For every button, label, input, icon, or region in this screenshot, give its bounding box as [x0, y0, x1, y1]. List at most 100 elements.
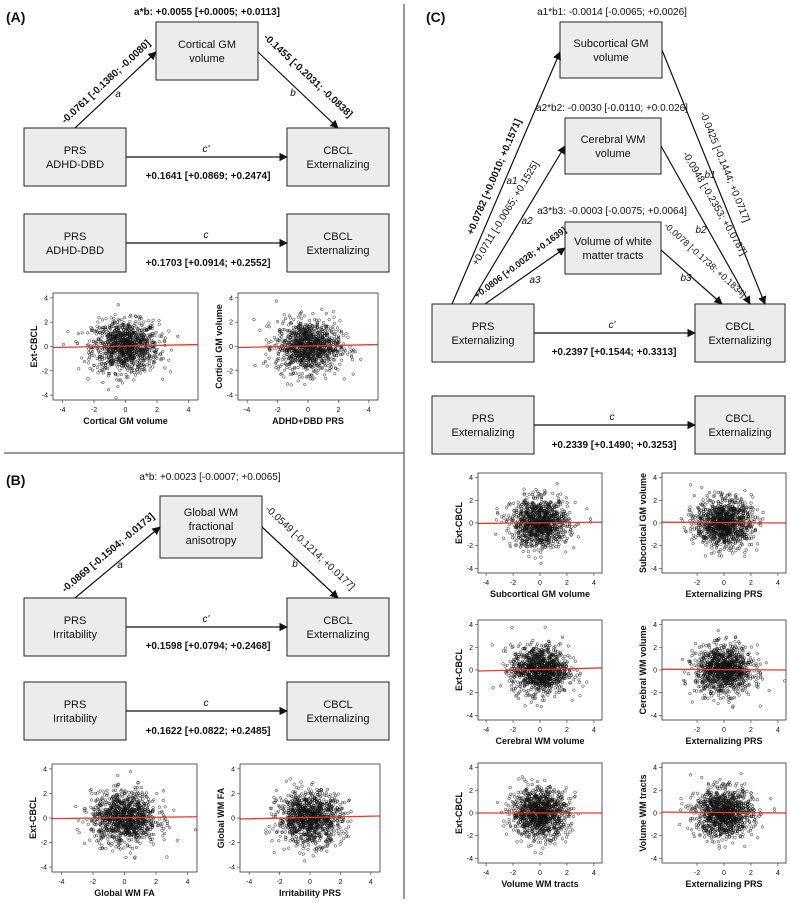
scatter-point [113, 339, 117, 343]
scatter-point [288, 361, 292, 365]
scatter-point [299, 350, 303, 354]
scatter-point [564, 496, 568, 500]
panel-c-outcome-line1: CBCL [725, 321, 754, 333]
scatter-point [280, 822, 284, 826]
scatter-point [127, 824, 131, 829]
scatter-point [309, 796, 313, 800]
scatter-point [349, 810, 353, 814]
scatter-point [86, 361, 91, 365]
scatter-point [284, 358, 288, 362]
scatter-point [119, 353, 123, 357]
scatter-point [90, 328, 94, 333]
scatter-point [105, 788, 109, 792]
y-tick-label: -2 [227, 368, 233, 375]
scatter-point [298, 360, 302, 365]
scatter-point [92, 329, 96, 333]
scatter-point [89, 787, 93, 792]
scatter-point [264, 338, 268, 342]
scatter-point [282, 313, 286, 317]
scatter-point [95, 839, 99, 843]
scatter-point [317, 811, 321, 815]
scatter-point [99, 336, 103, 340]
scatter-point [122, 811, 126, 816]
scatter-point [112, 350, 116, 354]
scatter-point [115, 807, 119, 811]
scatter-point [282, 375, 286, 379]
scatter-point [125, 844, 129, 848]
scatter-point [152, 798, 156, 802]
scatter-point [312, 357, 316, 361]
scatter-point [316, 826, 320, 830]
scatter-point [278, 330, 282, 334]
scatter-point [323, 328, 327, 332]
scatter-point [106, 792, 110, 796]
scatter-point [116, 806, 120, 810]
scatter-point [319, 830, 323, 834]
scatter-point [326, 821, 330, 825]
scatter-point [97, 841, 101, 845]
scatter-point [161, 356, 165, 361]
y-tick-label: 2 [43, 791, 47, 798]
scatter-point [336, 341, 340, 345]
scatter-point [93, 822, 97, 826]
scatter-point [332, 824, 336, 828]
scatter-point [120, 823, 124, 827]
scatter-point [112, 835, 116, 839]
scatter-point [144, 346, 148, 350]
scatter-point [95, 834, 99, 838]
scatter-point [128, 338, 133, 342]
scatter-point [159, 334, 164, 339]
scatter-point [122, 789, 126, 793]
scatter-point [338, 362, 342, 366]
scatter-point [95, 812, 99, 816]
scatter-point [284, 362, 288, 366]
scatter-point [331, 327, 335, 332]
scatter-point [151, 805, 155, 810]
scatter-point [332, 791, 336, 796]
x-tick-label: -4 [59, 407, 65, 414]
scatter-point [298, 332, 302, 336]
scatter-point [119, 372, 124, 377]
scatter-point [151, 318, 155, 322]
scatter-point [106, 374, 110, 378]
scatter-point [339, 839, 343, 843]
x-axis-label: Irritability PRS [279, 888, 341, 898]
y-tick-label: -2 [41, 840, 47, 847]
scatter-point [318, 835, 322, 839]
scatter-point [265, 364, 269, 368]
scatter-point [103, 363, 107, 367]
scatter-point [342, 831, 346, 835]
scatter-point [287, 330, 291, 334]
scatter-point [91, 368, 95, 372]
scatter-point [342, 818, 346, 822]
scatter-point [91, 818, 95, 823]
panel-c-path-b3-arrow [660, 249, 723, 305]
scatter-point [346, 811, 350, 815]
scatter-point [253, 364, 257, 368]
scatter-point [274, 788, 278, 792]
scatter-point [116, 317, 120, 321]
scatter-point [93, 810, 97, 814]
scatter-point [588, 517, 592, 521]
scatter-point [332, 332, 336, 336]
scatter-point [129, 370, 133, 374]
scatter-point [282, 368, 287, 372]
scatter-point [109, 316, 113, 320]
scatter-point [313, 331, 317, 335]
scatter-point [114, 810, 118, 814]
scatter-point [147, 813, 151, 817]
trend-line [51, 816, 198, 820]
scatter-point [126, 350, 130, 354]
scatter-point [261, 361, 265, 366]
y-tick-label: 2 [44, 320, 48, 327]
panel-c-total-outcome-box [694, 395, 786, 455]
scatter-point [92, 354, 96, 358]
scatter-point [300, 325, 305, 329]
scatter-point [286, 382, 290, 386]
scatter-point [310, 798, 314, 802]
panel-b-path-b-arrow [261, 526, 339, 599]
scatter-point [331, 355, 335, 359]
scatter-point [108, 360, 112, 364]
scatter-point [86, 347, 91, 351]
scatter-point [276, 319, 280, 324]
